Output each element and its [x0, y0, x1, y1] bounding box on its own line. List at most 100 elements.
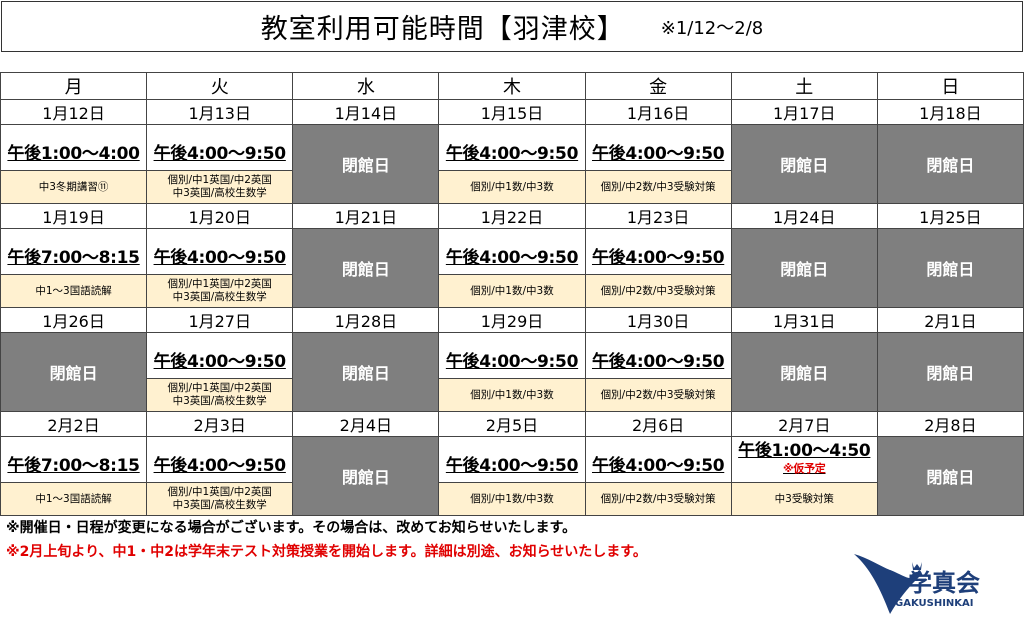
date-cell: 2月3日 — [146, 411, 294, 437]
class-note: 個別/中2数/中3受験対策 — [584, 274, 732, 308]
closed-day-cell: 閉館日 — [876, 228, 1024, 308]
date-cell: 1月31日 — [730, 307, 878, 333]
weekday-header: 日 — [876, 72, 1024, 100]
closed-day-cell: 閉館日 — [730, 124, 878, 204]
logo-name-en: GAKUSHINKAI — [895, 598, 974, 609]
date-cell: 1月30日 — [584, 307, 732, 333]
weekday-header: 土 — [730, 72, 878, 100]
logo-name: 学真会 — [908, 569, 980, 597]
date-cell: 2月5日 — [438, 411, 586, 437]
date-cell: 2月7日 — [730, 411, 878, 437]
open-hours-cell: 午後7:00～8:15 — [0, 228, 148, 275]
open-hours-cell: 午後4:00～9:50 — [584, 332, 732, 379]
open-hours: 午後4:00～9:50 — [153, 144, 287, 164]
open-hours-cell: 午後7:00～8:15 — [0, 436, 148, 483]
date-range: ※1/12～2/8 — [660, 17, 764, 39]
date-cell: 2月6日 — [584, 411, 732, 437]
closed-day-cell: 閉館日 — [730, 228, 878, 308]
date-cell: 2月2日 — [0, 411, 148, 437]
class-note: 個別/中1英国/中2英国 中3英国/高校生数学 — [146, 378, 294, 412]
open-hours: 午後4:00～9:50 — [445, 144, 579, 164]
date-cell: 1月25日 — [876, 203, 1024, 229]
open-hours-cell: 午後4:00～9:50 — [146, 436, 294, 483]
class-note: 個別/中2数/中3受験対策 — [584, 378, 732, 412]
open-hours-cell: 午後1:00～4:50※仮予定 — [730, 436, 878, 483]
closed-day-cell: 閉館日 — [292, 124, 440, 204]
open-hours-cell: 午後4:00～9:50 — [438, 332, 586, 379]
class-note: 個別/中1数/中3数 — [438, 170, 586, 204]
open-hours-cell: 午後4:00～9:50 — [584, 436, 732, 483]
date-cell: 1月13日 — [146, 99, 294, 125]
open-hours: 午後4:00～9:50 — [153, 456, 287, 476]
open-hours-cell: 午後4:00～9:50 — [438, 228, 586, 275]
closed-day-cell: 閉館日 — [292, 228, 440, 308]
open-hours: 午後4:00～9:50 — [591, 456, 725, 476]
class-note: 中1～3国語読解 — [0, 274, 148, 308]
open-hours-cell: 午後4:00～9:50 — [438, 124, 586, 171]
open-hours-cell: 午後4:00～9:50 — [146, 228, 294, 275]
closed-day-cell: 閉館日 — [876, 124, 1024, 204]
date-cell: 1月16日 — [584, 99, 732, 125]
open-hours: 午後4:00～9:50 — [445, 456, 579, 476]
closed-day-cell: 閉館日 — [876, 436, 1024, 516]
open-hours-cell: 午後4:00～9:50 — [438, 436, 586, 483]
date-cell: 1月14日 — [292, 99, 440, 125]
date-cell: 1月28日 — [292, 307, 440, 333]
open-hours-cell: 午後4:00～9:50 — [146, 124, 294, 171]
date-cell: 1月20日 — [146, 203, 294, 229]
open-hours: 午後4:00～9:50 — [591, 352, 725, 372]
open-hours: 午後4:00～9:50 — [591, 248, 725, 268]
date-cell: 1月27日 — [146, 307, 294, 333]
weekday-header: 金 — [584, 72, 732, 100]
closed-day-cell: 閉館日 — [876, 332, 1024, 412]
class-note: 個別/中1数/中3数 — [438, 378, 586, 412]
closed-day-cell: 閉館日 — [292, 436, 440, 516]
closed-day-cell: 閉館日 — [730, 332, 878, 412]
class-note: 中3冬期講習⑪ — [0, 170, 148, 204]
weekday-header: 火 — [146, 72, 294, 100]
weekday-header: 木 — [438, 72, 586, 100]
footer-notice-red: ※2月上旬より、中1・中2は学年末テスト対策授業を開始します。詳細は別途、お知ら… — [6, 544, 647, 560]
date-cell: 1月29日 — [438, 307, 586, 333]
class-note: 個別/中1英国/中2英国 中3英国/高校生数学 — [146, 274, 294, 308]
open-hours: 午後4:00～9:50 — [153, 248, 287, 268]
date-cell: 1月15日 — [438, 99, 586, 125]
class-note: 個別/中2数/中3受験対策 — [584, 170, 732, 204]
open-hours-cell: 午後4:00～9:50 — [584, 124, 732, 171]
open-hours: 午後7:00～8:15 — [7, 248, 140, 268]
open-hours: 午後4:00～9:50 — [153, 352, 287, 372]
open-hours: 午後4:00～9:50 — [445, 248, 579, 268]
open-hours: 午後1:00～4:00 — [7, 144, 140, 164]
date-cell: 1月21日 — [292, 203, 440, 229]
weekday-header: 月 — [0, 72, 148, 100]
open-hours-cell: 午後1:00～4:00 — [0, 124, 148, 171]
date-cell: 1月24日 — [730, 203, 878, 229]
page-title: 教室利用可能時間【羽津校】 — [260, 14, 625, 45]
open-hours: 午後4:00～9:50 — [591, 144, 725, 164]
class-note: 個別/中1英国/中2英国 中3英国/高校生数学 — [146, 170, 294, 204]
closed-day-cell: 閉館日 — [292, 332, 440, 412]
date-cell: 1月12日 — [0, 99, 148, 125]
date-cell: 1月26日 — [0, 307, 148, 333]
class-note: 中1～3国語読解 — [0, 482, 148, 516]
open-hours: 午後1:00～4:50 — [738, 440, 871, 461]
closed-day-cell: 閉館日 — [0, 332, 148, 412]
tentative-label: ※仮予定 — [783, 461, 826, 475]
open-hours-cell: 午後4:00～9:50 — [584, 228, 732, 275]
class-note: 個別/中1数/中3数 — [438, 274, 586, 308]
title-box: 教室利用可能時間【羽津校】 ※1/12～2/8 — [1, 1, 1023, 52]
date-cell: 1月19日 — [0, 203, 148, 229]
class-note: 個別/中1数/中3数 — [438, 482, 586, 516]
date-cell: 1月18日 — [876, 99, 1024, 125]
class-note: 中3受験対策 — [730, 482, 878, 516]
date-cell: 2月8日 — [876, 411, 1024, 437]
class-note: 個別/中1英国/中2英国 中3英国/高校生数学 — [146, 482, 294, 516]
date-cell: 1月17日 — [730, 99, 878, 125]
open-hours: 午後7:00～8:15 — [7, 456, 140, 476]
class-note: 個別/中2数/中3受験対策 — [584, 482, 732, 516]
date-cell: 2月1日 — [876, 307, 1024, 333]
date-cell: 2月4日 — [292, 411, 440, 437]
date-cell: 1月23日 — [584, 203, 732, 229]
footer-note: ※開催日・日程が変更になる場合がございます。その場合は、改めてお知らせいたします… — [6, 520, 577, 536]
